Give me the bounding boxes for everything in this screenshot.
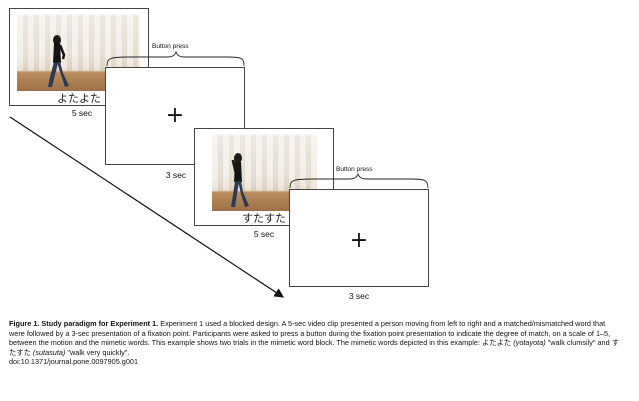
fixation-frame-trial-2: + — [289, 189, 429, 287]
caption-word-1-gloss: "walk clumsily" and — [545, 338, 612, 348]
caption-title: Figure 1. Study paradigm for Experiment … — [9, 319, 159, 328]
fixation-cross-trial-2: + — [349, 228, 369, 253]
button-press-bracket-trial-1 — [106, 50, 245, 67]
video-still-walking-person — [17, 15, 140, 91]
caption-word-2-gloss: "walk very quickly". — [65, 347, 130, 357]
video-still-walking-person-2 — [212, 135, 317, 211]
figure-caption: Figure 1. Study paradigm for Experiment … — [9, 319, 619, 367]
button-press-label-trial-1: Button press — [152, 43, 189, 50]
caption-body: Experiment 1 used a blocked design. A 5-… — [9, 319, 611, 348]
walking-person-figure-2 — [231, 153, 249, 207]
mimetic-word-trial-1: よたよた — [57, 92, 101, 105]
walking-person-figure — [48, 35, 69, 87]
button-press-bracket-trial-2 — [289, 172, 429, 189]
fixation-duration-trial-2: 3 sec — [348, 291, 370, 301]
fixation-cross-trial-1: + — [165, 103, 185, 128]
clip-duration-trial-1: 5 sec — [71, 108, 93, 118]
fixation-duration-trial-1: 3 sec — [165, 170, 187, 180]
caption-doi: doi:10.1371/journal.pone.0097905.g001 — [9, 357, 139, 367]
button-press-label-trial-2: Button press — [336, 166, 373, 173]
caption-word-1: よたよた — [482, 338, 512, 348]
mimetic-word-trial-2: すたすた — [242, 212, 286, 225]
timeline-arrow — [9, 116, 285, 298]
video-frame-trial-1: よたよた — [9, 8, 149, 106]
clip-duration-trial-2: 5 sec — [253, 229, 275, 239]
caption-word-2-romaji: (sutasuta) — [32, 347, 66, 357]
caption-word-1-romaji: (yotayota) — [513, 338, 546, 348]
caption-word-2: すたすた — [9, 338, 619, 357]
study-paradigm-diagram: よたよた 5 sec Button press + 3 sec すたすた 5 s… — [9, 8, 429, 301]
